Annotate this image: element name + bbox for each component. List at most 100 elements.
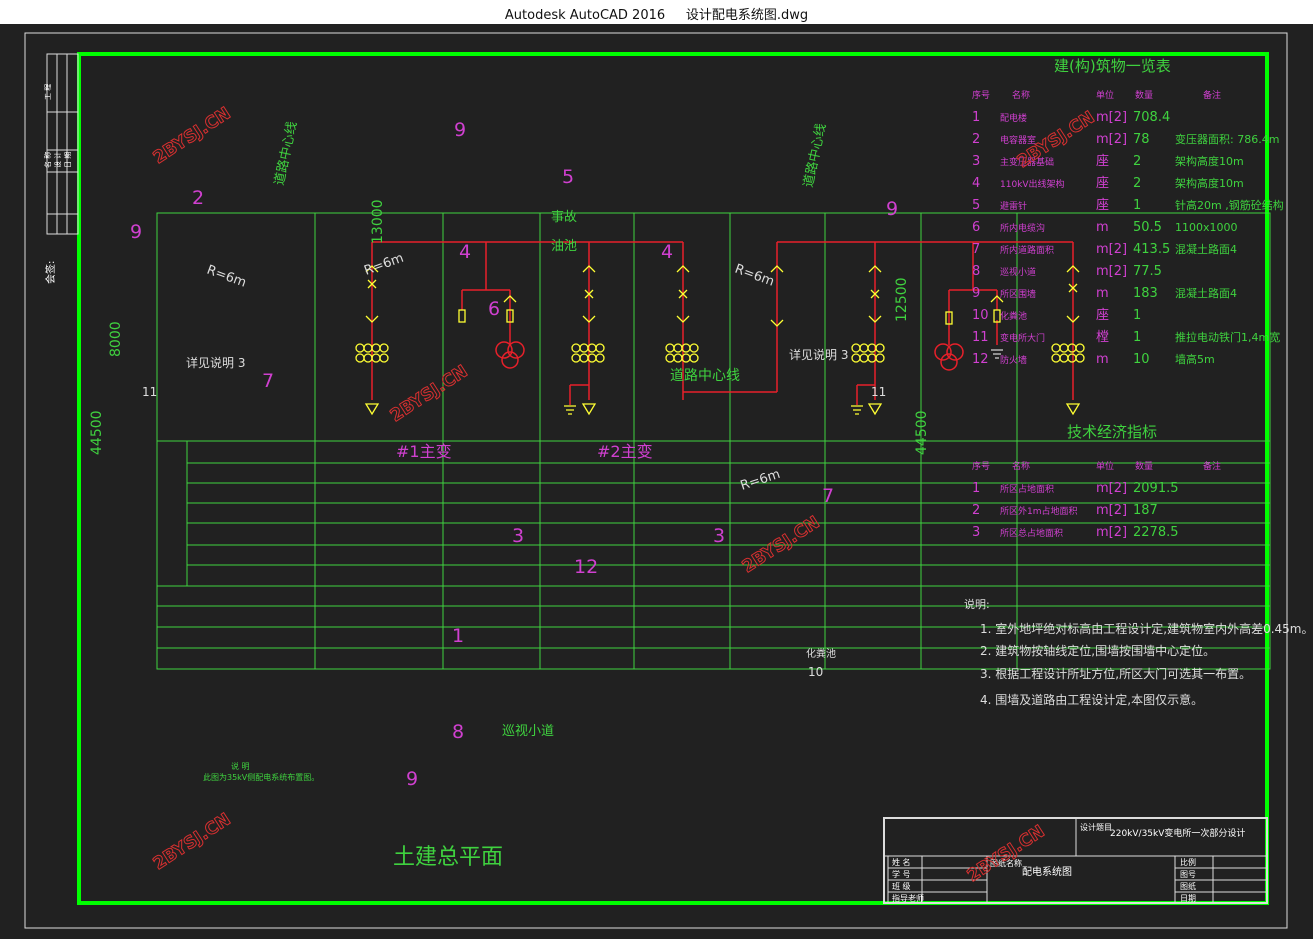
tag-9d: 9: [406, 768, 418, 790]
small-note-block: 说 明 此图为35kV侧配电系统布置图。: [203, 761, 319, 782]
transformer-2-label: #2主变: [597, 442, 653, 461]
bt-cell-r5-c3: 座: [1096, 198, 1109, 213]
bt-cell-r4-c3: 座: [1096, 176, 1109, 191]
watermark-1: 2BYSJ.CN: [150, 104, 235, 169]
bt-cell-r6-c4: 50.5: [1133, 220, 1162, 235]
plan-title: 土建总平面: [393, 845, 503, 870]
feeder-1: [355, 265, 389, 416]
tag-10: 10: [808, 665, 823, 679]
bt-cell-r2-c4: 78: [1133, 132, 1150, 147]
et-cell-r1-c3: m[2]: [1096, 481, 1127, 496]
et-cell-r1-c2: 所区占地面积: [1000, 483, 1054, 495]
bt-cell-r1-c4: 708.4: [1133, 110, 1170, 125]
dim-13000: 13000: [370, 199, 386, 244]
small-note-title: 说 明: [231, 761, 250, 771]
see-note-label-1: 详见说明 3: [186, 355, 245, 370]
et-header-4: 数量: [1135, 460, 1153, 472]
tag-7a: 7: [262, 370, 274, 392]
watermark-3: 2BYSJ.CN: [387, 362, 472, 427]
bt-cell-r3-c4: 2: [1133, 154, 1141, 169]
road-center-label-2: 道路中心线: [800, 122, 829, 189]
tb-left-1: 姓 名: [892, 857, 911, 867]
transformer-1-label: #1主变: [396, 442, 452, 461]
drawing-canvas[interactable]: 工 程 名 称 设 计 日 期 会签:: [0, 24, 1313, 939]
station-transformers: [495, 341, 964, 371]
bt-cell-r5-c5: 针高20m ,钢筋砼结构: [1175, 198, 1284, 212]
tb-right-1: 比例: [1180, 857, 1196, 867]
septic-label: 化粪池: [806, 647, 836, 660]
bt-cell-r1-c3: m[2]: [1096, 110, 1127, 125]
bt-cell-r7-c5: 混凝土路面4: [1175, 242, 1237, 256]
feeder-6: [1051, 265, 1085, 416]
project-label: 设计题目: [1080, 822, 1112, 832]
bt-header-3: 单位: [1096, 89, 1114, 101]
et-header-2: 名称: [1012, 460, 1030, 472]
buildings-table-title: 建(构)筑物一览表: [1054, 57, 1171, 75]
dim-8000: 8000: [108, 321, 124, 357]
radius-label-2: R=6m: [733, 262, 777, 290]
bt-cell-r5-c4: 1: [1133, 198, 1141, 213]
patrol-path-label: 巡视小道: [502, 724, 554, 739]
feeder-3: [665, 265, 699, 363]
bt-header-5: 备注: [1203, 89, 1221, 101]
bt-cell-r11-c4: 1: [1133, 330, 1141, 345]
tag-7b: 7: [822, 485, 834, 507]
tag-8: 8: [452, 721, 464, 743]
et-cell-r1-c1: 1: [972, 481, 980, 496]
bt-cell-r9-c5: 混凝土路面4: [1175, 286, 1237, 300]
tag-12: 12: [574, 556, 598, 578]
feeder-2: [564, 265, 605, 416]
bt-cell-r12-c3: m: [1096, 352, 1109, 367]
accident-oil-label: 事故: [551, 210, 577, 225]
file-name: 设计配电系统图.dwg: [685, 8, 809, 23]
et-cell-r2-c3: m[2]: [1096, 503, 1127, 518]
tag-1: 1: [452, 625, 464, 647]
bt-cell-r8-c3: m[2]: [1096, 264, 1127, 279]
tb-left-2: 学 号: [892, 869, 911, 879]
bt-cell-r6-c3: m: [1096, 220, 1109, 235]
drawing-name: 配电系统图: [1022, 865, 1072, 878]
bt-cell-r10-c2: 化粪池: [1000, 310, 1027, 322]
radius-label-1: R=6m: [205, 263, 249, 291]
road-center-label-1: 道路中心线: [271, 120, 300, 187]
drawing-name-label: 图纸名称: [990, 858, 1022, 868]
note-4: 4. 围墙及道路由工程设计定,本图仅示意。: [980, 692, 1203, 707]
bt-cell-r11-c5: 推拉电动铁门1,4m宽: [1175, 330, 1280, 344]
bt-cell-r1-c2: 配电楼: [1000, 112, 1027, 124]
bt-cell-r4-c2: 110kV出线架构: [1000, 178, 1065, 190]
project-name: 220kV/35kV变电所一次部分设计: [1110, 827, 1245, 839]
bt-cell-r6-c2: 所内电缆沟: [1000, 222, 1045, 234]
bt-cell-r11-c2: 变电所大门: [1000, 332, 1045, 344]
strip-label-2: 名 称: [43, 152, 52, 168]
bt-cell-r8-c2: 巡视小道: [1000, 266, 1036, 278]
ground-symbols: [991, 349, 1003, 359]
bt-cell-r10-c4: 1: [1133, 308, 1141, 323]
strip-label-4: 日 期: [64, 152, 72, 168]
bt-cell-r12-c2: 防火墙: [1000, 354, 1027, 366]
left-signature-strip: [46, 53, 79, 235]
et-cell-r2-c2: 所区外1m占地面积: [1000, 505, 1078, 517]
et-cell-r3-c1: 3: [972, 525, 980, 540]
cad-drawing: 工 程 名 称 设 计 日 期 会签:: [24, 32, 1313, 929]
oil-pool-label: 油池: [551, 239, 577, 254]
et-cell-r1-c4: 2091.5: [1133, 481, 1179, 496]
small-note-text: 此图为35kV侧配电系统布置图。: [203, 772, 319, 782]
title-block: [883, 817, 1268, 904]
bt-cell-r1-c1: 1: [972, 110, 980, 125]
strip-label-1: 工 程: [43, 84, 52, 100]
tb-left-3: 班 级: [892, 881, 911, 891]
tb-left-4: 指导老师: [892, 893, 924, 903]
watermarks: 2BYSJ.CN 2BYSJ.CN 2BYSJ.CN 2BYSJ.CN 2BYS…: [149, 103, 1099, 887]
site-plan-grid: [156, 212, 1271, 670]
bt-cell-r7-c3: m[2]: [1096, 242, 1127, 257]
tag-11b: 11: [871, 385, 886, 399]
strip-label-3: 设 计: [53, 152, 62, 168]
bt-cell-r12-c1: 12: [972, 352, 989, 367]
drawing-frame: [77, 52, 1269, 905]
equipment-symbols: [355, 265, 1085, 416]
tag-3a: 3: [512, 525, 524, 547]
bt-cell-r3-c1: 3: [972, 154, 980, 169]
radius-label-4: R=6m: [362, 251, 406, 279]
bt-cell-r2-c2: 电容器室: [1000, 134, 1036, 146]
